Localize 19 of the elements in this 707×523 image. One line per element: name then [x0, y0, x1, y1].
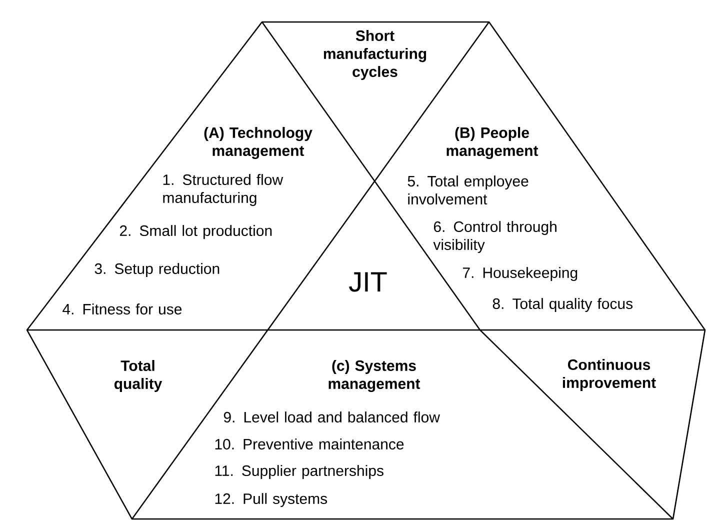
center-label: JIT: [349, 272, 387, 292]
list-item: 6. Control through visibility: [433, 221, 556, 253]
list-item: 5. Total employee involvement: [408, 176, 528, 204]
list-item: 7. Housekeeping: [462, 267, 578, 281]
list-item: 11. Supplier partnerships: [215, 465, 384, 479]
list-item: 1. Structured flow manufacturing: [163, 174, 284, 206]
list-item: 10. Preventive maintenance: [215, 438, 404, 450]
list-item: 9. Level load and balanced flow: [224, 412, 440, 422]
list-item: 12. Pull systems: [215, 493, 327, 507]
heading-text: (A) Technology management: [204, 126, 312, 160]
list-item: 2. Small lot production: [120, 225, 272, 239]
heading-text: Total quality: [114, 360, 162, 392]
heading-text: Continuous improvement: [562, 359, 656, 391]
list-item: 4. Fitness for use: [62, 304, 182, 314]
heading-text: (B) People management: [446, 126, 538, 160]
heading-text: Short manufacturing cycles: [324, 30, 426, 80]
heading-text: (c) Systems management: [328, 360, 420, 392]
list-item: 3. Setup reduction: [94, 263, 220, 277]
list-item: 8. Total quality focus: [492, 298, 633, 312]
